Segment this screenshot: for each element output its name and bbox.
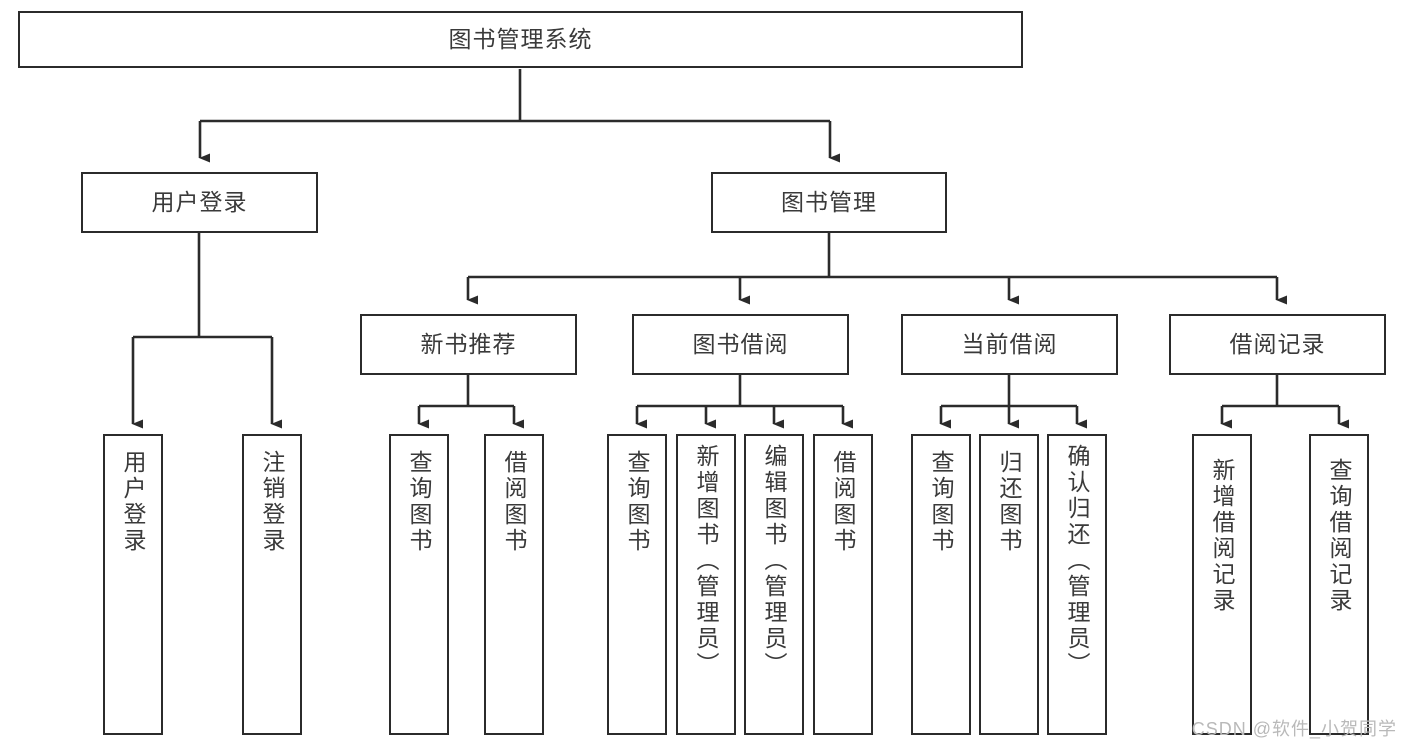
node-label: 图书借阅 [692, 330, 789, 357]
node-leaf-confirm-return-admin[interactable]: 确认归还（管理员） [1047, 434, 1107, 735]
node-label: 借阅记录 [1229, 330, 1326, 357]
node-label: 注销登录 [259, 450, 286, 554]
node-label: 查询图书 [406, 450, 433, 554]
node-leaf-add-book-admin[interactable]: 新增图书（管理员） [676, 434, 736, 735]
node-label: 编辑图书（管理员） [761, 444, 788, 678]
node-label: 新增图书（管理员） [693, 444, 720, 678]
csdn-watermark: CSDN @软件_小贺同学 [1191, 719, 1397, 739]
node-label: 借阅图书 [830, 450, 857, 554]
node-label: 确认归还（管理员） [1064, 444, 1091, 678]
node-borrow-record[interactable]: 借阅记录 [1169, 314, 1386, 375]
node-label: 新书推荐 [420, 330, 517, 357]
node-label: 查询图书 [928, 450, 955, 554]
node-leaf-return-book[interactable]: 归还图书 [979, 434, 1039, 735]
node-label: 查询图书 [624, 450, 651, 554]
node-leaf-borrow-book-recommend[interactable]: 借阅图书 [484, 434, 544, 735]
node-label: 图书管理系统 [448, 25, 593, 52]
node-new-book-recommend[interactable]: 新书推荐 [360, 314, 577, 375]
node-book-management[interactable]: 图书管理 [711, 172, 947, 233]
node-leaf-query-book-recommend[interactable]: 查询图书 [389, 434, 449, 735]
node-label: 当前借阅 [961, 330, 1058, 357]
node-leaf-user-login[interactable]: 用户登录 [103, 434, 163, 735]
node-book-borrow[interactable]: 图书借阅 [632, 314, 849, 375]
node-label: 查询借阅记录 [1326, 458, 1353, 614]
node-leaf-edit-book-admin[interactable]: 编辑图书（管理员） [744, 434, 804, 735]
node-leaf-borrow-book-borrow[interactable]: 借阅图书 [813, 434, 873, 735]
node-leaf-query-borrow-record[interactable]: 查询借阅记录 [1309, 434, 1369, 735]
node-leaf-query-book-borrow[interactable]: 查询图书 [607, 434, 667, 735]
node-leaf-user-logout[interactable]: 注销登录 [242, 434, 302, 735]
node-label: 新增借阅记录 [1209, 458, 1236, 614]
node-label: 归还图书 [996, 450, 1023, 554]
node-leaf-add-borrow-record[interactable]: 新增借阅记录 [1192, 434, 1252, 735]
node-label: 用户登录 [120, 450, 147, 554]
node-leaf-query-book-current[interactable]: 查询图书 [911, 434, 971, 735]
node-label: 用户登录 [151, 188, 248, 215]
node-user-login[interactable]: 用户登录 [81, 172, 318, 233]
node-label: 图书管理 [781, 188, 877, 215]
node-label: 借阅图书 [501, 450, 528, 554]
node-current-borrow[interactable]: 当前借阅 [901, 314, 1118, 375]
node-root-book-management-system[interactable]: 图书管理系统 [18, 11, 1023, 68]
